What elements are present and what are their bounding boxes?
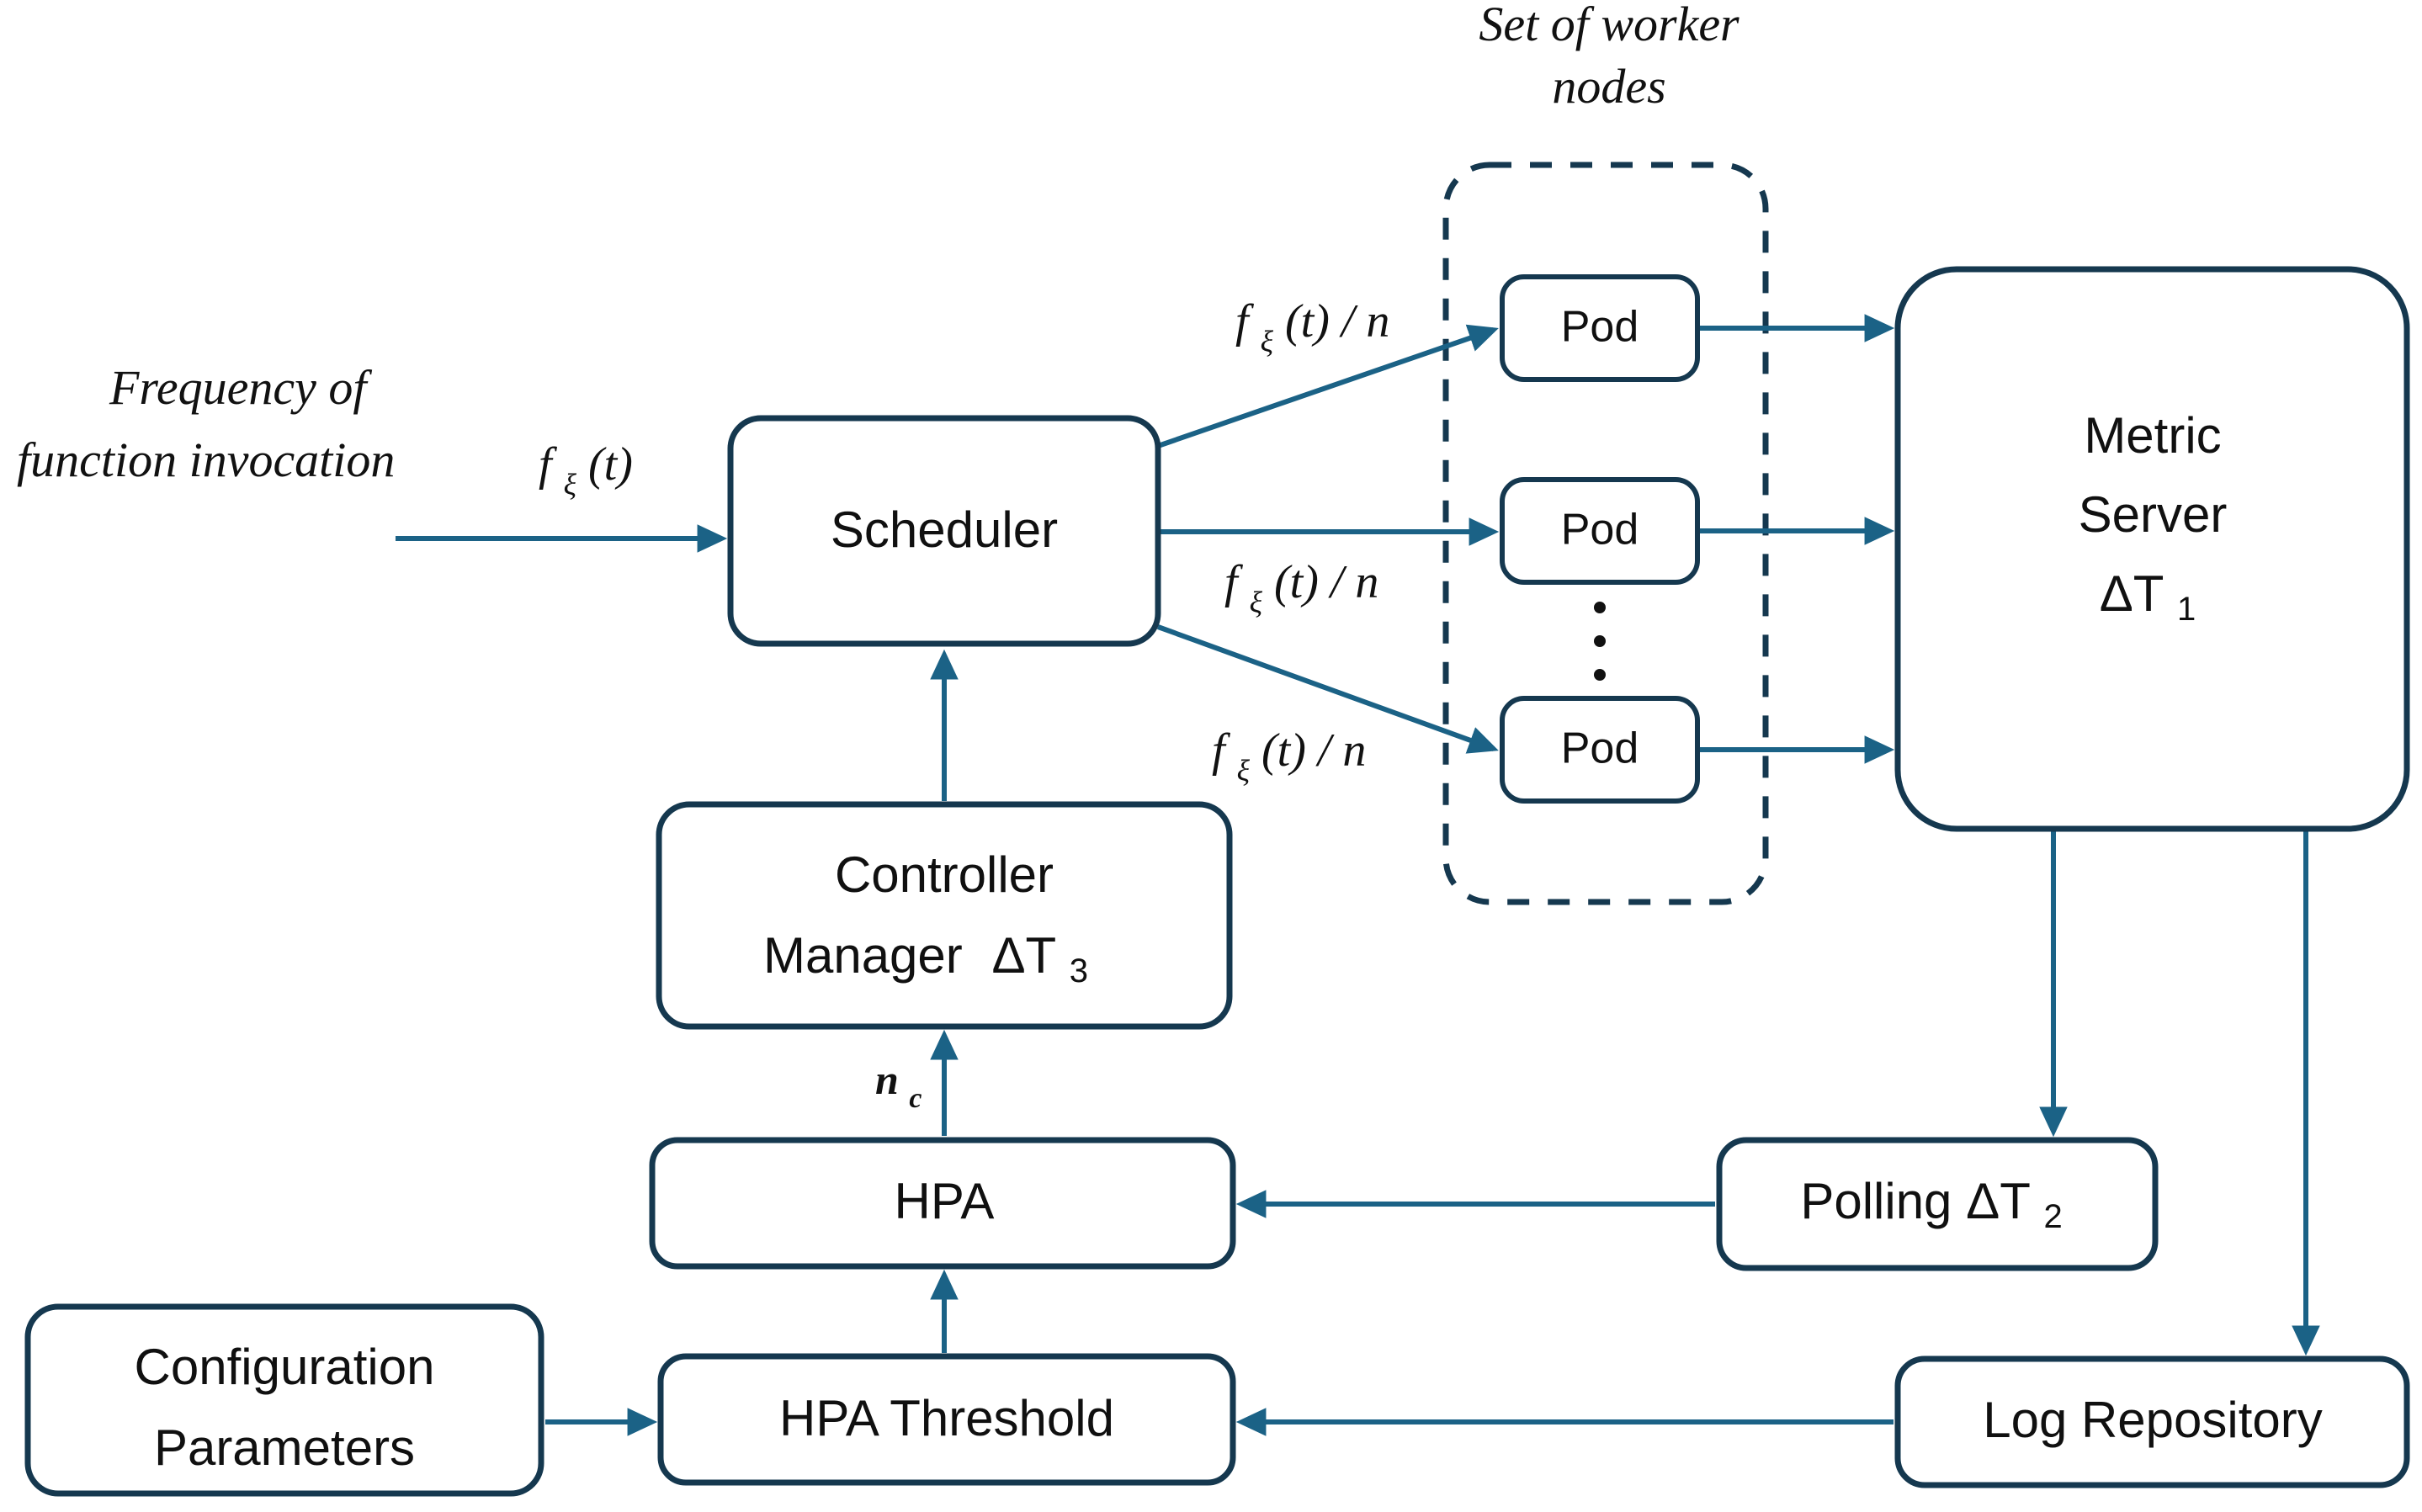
input-symbol: f ξ (t)	[539, 438, 633, 506]
node-pod-2[interactable]: Pod	[1500, 477, 1700, 585]
edge-scheduler-to-pod-3	[1156, 624, 1499, 754]
worker-nodes-caption-line1: Set of worker	[1479, 0, 1739, 51]
pod-2-label: Pod	[1561, 506, 1639, 554]
controller-manager-box[interactable]	[656, 801, 1233, 1030]
input-caption-line2: function invocation	[17, 432, 395, 487]
node-pod-1[interactable]: Pod	[1500, 274, 1700, 382]
controller-manager-label-line1: Controller	[835, 846, 1054, 903]
vertical-ellipsis-icon	[1594, 602, 1606, 681]
polling-label-text: Polling	[1800, 1173, 1966, 1229]
node-controller-manager[interactable]: Controller Manager ΔT 3	[656, 801, 1233, 1030]
pod-3-label: Pod	[1561, 724, 1639, 773]
polling-label: Polling ΔT 2	[1800, 1173, 2062, 1235]
edge-label-pod-3-share: f ξ (t) / n	[1212, 724, 1366, 792]
worker-nodes-caption-line2: nodes	[1552, 59, 1665, 114]
input-symbol-subscript: ξ	[564, 468, 577, 501]
configuration-parameters-label-line2: Parameters	[154, 1419, 415, 1476]
metric-server-subscript: 1	[2177, 591, 2196, 628]
node-pod-3[interactable]: Pod	[1500, 696, 1700, 804]
edge-label-pod-1-sub: ξ	[1261, 325, 1274, 358]
hpa-threshold-box[interactable]	[657, 1353, 1236, 1486]
metric-server-box[interactable]	[1894, 266, 2410, 832]
input-caption-line1: Frequency of	[109, 360, 372, 415]
configuration-parameters-label-line1: Configuration	[135, 1339, 435, 1395]
polling-delta-t: ΔT	[1966, 1173, 2030, 1229]
node-polling[interactable]: Polling ΔT 2	[1716, 1137, 2159, 1271]
node-metric-server[interactable]: Metric Server ΔT 1	[1894, 266, 2410, 832]
edge-label-pod-2-rest: (t) / n	[1274, 556, 1378, 608]
configuration-parameters-box[interactable]	[24, 1303, 544, 1497]
metric-server-label-line2: Server	[2079, 486, 2228, 543]
edge-label-pod-3-f: f	[1212, 724, 1231, 777]
edge-label-pod-2-f: f	[1224, 556, 1244, 608]
edge-label-nc: n c	[875, 1056, 922, 1114]
scheduler-box[interactable]	[727, 415, 1161, 647]
node-configuration-parameters[interactable]: Configuration Parameters	[24, 1303, 544, 1497]
edge-label-pod-1-rest: (t) / n	[1285, 295, 1389, 347]
node-hpa-threshold[interactable]: HPA Threshold	[657, 1353, 1236, 1486]
edge-label-pod-1-share: f ξ (t) / n	[1235, 295, 1389, 363]
edge-label-pod-3-sub: ξ	[1237, 754, 1251, 788]
input-symbol-f: f	[539, 438, 558, 491]
hpa-box[interactable]	[649, 1137, 1236, 1270]
controller-manager-label-delta-t: ΔT	[991, 927, 1055, 984]
scheduler-label: Scheduler	[831, 501, 1058, 558]
edge-label-nc-subscript: c	[909, 1083, 922, 1114]
metric-server-delta-t: ΔT	[2100, 565, 2164, 622]
log-repository-label: Log Repository	[1983, 1392, 2323, 1448]
pod-1-label: Pod	[1561, 303, 1639, 352]
metric-server-label-line1: Metric	[2084, 407, 2221, 464]
node-scheduler[interactable]: Scheduler	[727, 415, 1161, 647]
edge-label-pod-3-rest: (t) / n	[1261, 724, 1366, 777]
pod-3-box[interactable]	[1500, 696, 1700, 804]
controller-manager-label-subscript: 3	[1070, 952, 1088, 989]
edge-scheduler-to-pod-1	[1157, 324, 1499, 448]
controller-manager-label-line2: Manager ΔT 3	[763, 927, 1088, 989]
edge-label-pod-2-share: f ξ (t) / n	[1224, 556, 1378, 623]
hpa-label: HPA	[895, 1173, 995, 1229]
edge-label-pod-1-f: f	[1235, 295, 1255, 347]
controller-manager-label-manager: Manager	[763, 927, 963, 984]
polling-subscript: 2	[2043, 1198, 2062, 1235]
input-symbol-rest: (t)	[588, 438, 633, 491]
hpa-threshold-label: HPA Threshold	[779, 1390, 1114, 1446]
node-hpa[interactable]: HPA	[649, 1137, 1236, 1270]
metric-server-label-line3: ΔT 1	[2100, 565, 2196, 628]
node-log-repository[interactable]: Log Repository	[1894, 1355, 2410, 1488]
edge-label-pod-2-sub: ξ	[1250, 586, 1263, 619]
pod-1-box[interactable]	[1500, 274, 1700, 382]
polling-box[interactable]	[1716, 1137, 2159, 1271]
pod-2-box[interactable]	[1500, 477, 1700, 585]
log-repository-box[interactable]	[1894, 1355, 2410, 1488]
edge-label-nc-n: n	[875, 1056, 899, 1103]
